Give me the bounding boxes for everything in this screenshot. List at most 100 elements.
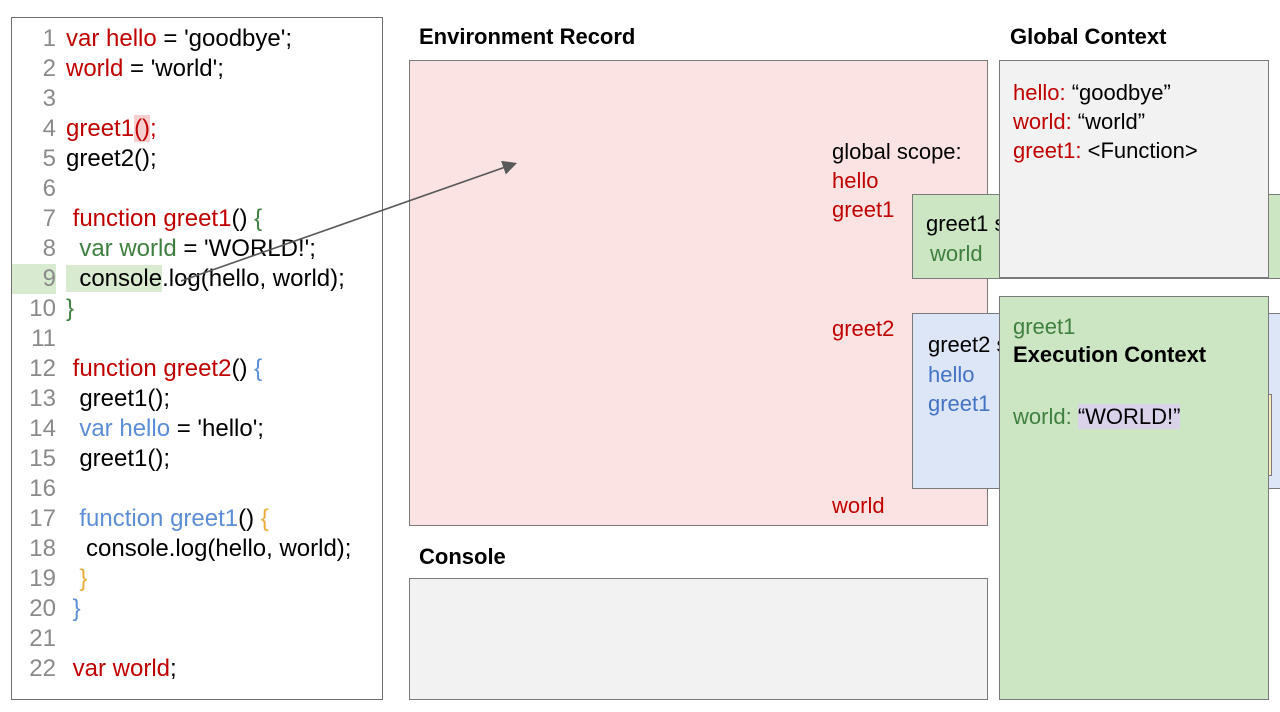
code-line-number: 6 [42, 175, 56, 202]
execution-context-row: world: “WORLD!” [1013, 404, 1181, 430]
env-var-hello: hello [832, 168, 879, 193]
code-line-text: function greet2() { [56, 354, 262, 384]
code-line-number: 21 [29, 625, 56, 652]
code-line-number: 1 [42, 25, 56, 52]
code-line[interactable]: 21 [12, 624, 382, 654]
code-line-number: 7 [42, 205, 56, 232]
global-context-value: <Function> [1081, 138, 1198, 163]
console-output-box[interactable] [409, 578, 988, 700]
code-token: console.log(hello, world); [66, 535, 352, 562]
code-line-number: 13 [29, 385, 56, 412]
code-line[interactable]: 8 var world = 'WORLD!'; [12, 234, 382, 264]
global-context-key: greet1: [1013, 138, 1082, 163]
env-var-greet1: greet1 [832, 197, 895, 222]
code-line[interactable]: 22 var world; [12, 654, 382, 684]
code-line-number: 22 [29, 655, 56, 682]
code-line-text: world = 'world'; [56, 54, 224, 84]
console-title: Console [419, 544, 506, 569]
code-token: var hello [66, 25, 157, 52]
global-context-box: hello: “goodbye” world: “world” greet1: … [999, 60, 1269, 278]
code-line[interactable]: 13 greet1(); [12, 384, 382, 414]
code-token: = 'goodbye'; [156, 25, 292, 52]
code-line-text: console.log(hello, world); [56, 264, 345, 294]
code-line-text: var world = 'WORLD!'; [56, 234, 316, 264]
code-line[interactable]: 7 function greet1() { [12, 204, 382, 234]
code-line[interactable]: 9 console.log(hello, world); [12, 264, 382, 294]
code-token: } [66, 295, 75, 322]
code-line-number: 2 [42, 55, 56, 82]
code-line[interactable]: 5 greet2(); [12, 144, 382, 174]
environment-record-box: global scope: hello greet1 greet2 world … [409, 60, 1280, 526]
code-line-number: 20 [29, 595, 56, 622]
code-line-number: 5 [42, 145, 56, 172]
code-line-number: 4 [42, 115, 56, 142]
code-line-text: var hello = 'goodbye'; [56, 24, 292, 54]
code-token: world [66, 55, 124, 82]
code-token: { [260, 505, 269, 532]
code-token: = 'hello'; [170, 415, 264, 442]
global-context-key: hello: [1013, 80, 1066, 105]
global-context-key: world: [1013, 109, 1072, 134]
code-line[interactable]: 14 var hello = 'hello'; [12, 414, 382, 444]
code-line[interactable]: 12 function greet2() { [12, 354, 382, 384]
code-line[interactable]: 20 } [12, 594, 382, 624]
code-token: = 'WORLD!'; [176, 235, 316, 262]
code-token: { [254, 355, 263, 382]
code-token: ; [150, 115, 157, 142]
greet2-scope-var-hello: hello [928, 362, 975, 387]
code-line-text: } [56, 594, 81, 624]
code-line[interactable]: 10} [12, 294, 382, 324]
code-token: () [238, 505, 261, 532]
code-line[interactable]: 16 [12, 474, 382, 504]
global-context-value: “goodbye” [1065, 80, 1171, 105]
execution-context-box: greet1 Execution Context world: “WORLD!” [999, 296, 1269, 700]
code-line[interactable]: 15 greet1(); [12, 444, 382, 474]
env-var-world: world [832, 493, 885, 518]
execution-context-label: Execution Context [1013, 342, 1207, 367]
code-token: () [231, 205, 255, 232]
global-context-row: hello: “goodbye” [1013, 80, 1171, 106]
greet2-scope-var-greet1: greet1 [928, 391, 991, 416]
code-line-text: greet2(); [56, 144, 157, 174]
env-var-greet2: greet2 [832, 316, 895, 341]
code-line[interactable]: 6 [12, 174, 382, 204]
code-line-number: 15 [29, 445, 56, 472]
code-token: () [134, 115, 151, 142]
code-line-text: function greet1() { [56, 204, 262, 234]
code-token: greet1(); [66, 385, 171, 412]
code-token: } [66, 595, 81, 622]
global-context-row: greet1: <Function> [1013, 138, 1198, 164]
code-token: () [231, 355, 255, 382]
code-line[interactable]: 11 [12, 324, 382, 354]
code-token: function greet2 [66, 355, 232, 382]
code-token: = 'world'; [123, 55, 224, 82]
code-token: function greet1 [66, 205, 232, 232]
code-line-text: console.log(hello, world); [56, 534, 351, 564]
code-token: function greet1 [66, 505, 239, 532]
code-line-number: 11 [31, 325, 56, 352]
code-line[interactable]: 19 } [12, 564, 382, 594]
execution-context-value: “WORLD!” [1077, 404, 1181, 429]
code-token: greet1 [66, 115, 135, 142]
code-line-number: 14 [29, 415, 56, 442]
code-line-number: 3 [42, 85, 56, 112]
code-line-text: greet1(); [56, 114, 157, 144]
code-line-text: var hello = 'hello'; [56, 414, 264, 444]
global-context-row: world: “world” [1013, 109, 1145, 135]
code-token: var world [66, 235, 177, 262]
code-line[interactable]: 3 [12, 84, 382, 114]
execution-context-function-name: greet1 [1013, 314, 1076, 339]
code-line-number: 16 [29, 475, 56, 502]
global-context-title: Global Context [1010, 24, 1167, 49]
code-token: } [66, 565, 88, 592]
code-token: greet2(); [66, 145, 157, 172]
code-line-text: } [56, 564, 87, 594]
code-line[interactable]: 17 function greet1() { [12, 504, 382, 534]
code-line[interactable]: 18 console.log(hello, world); [12, 534, 382, 564]
